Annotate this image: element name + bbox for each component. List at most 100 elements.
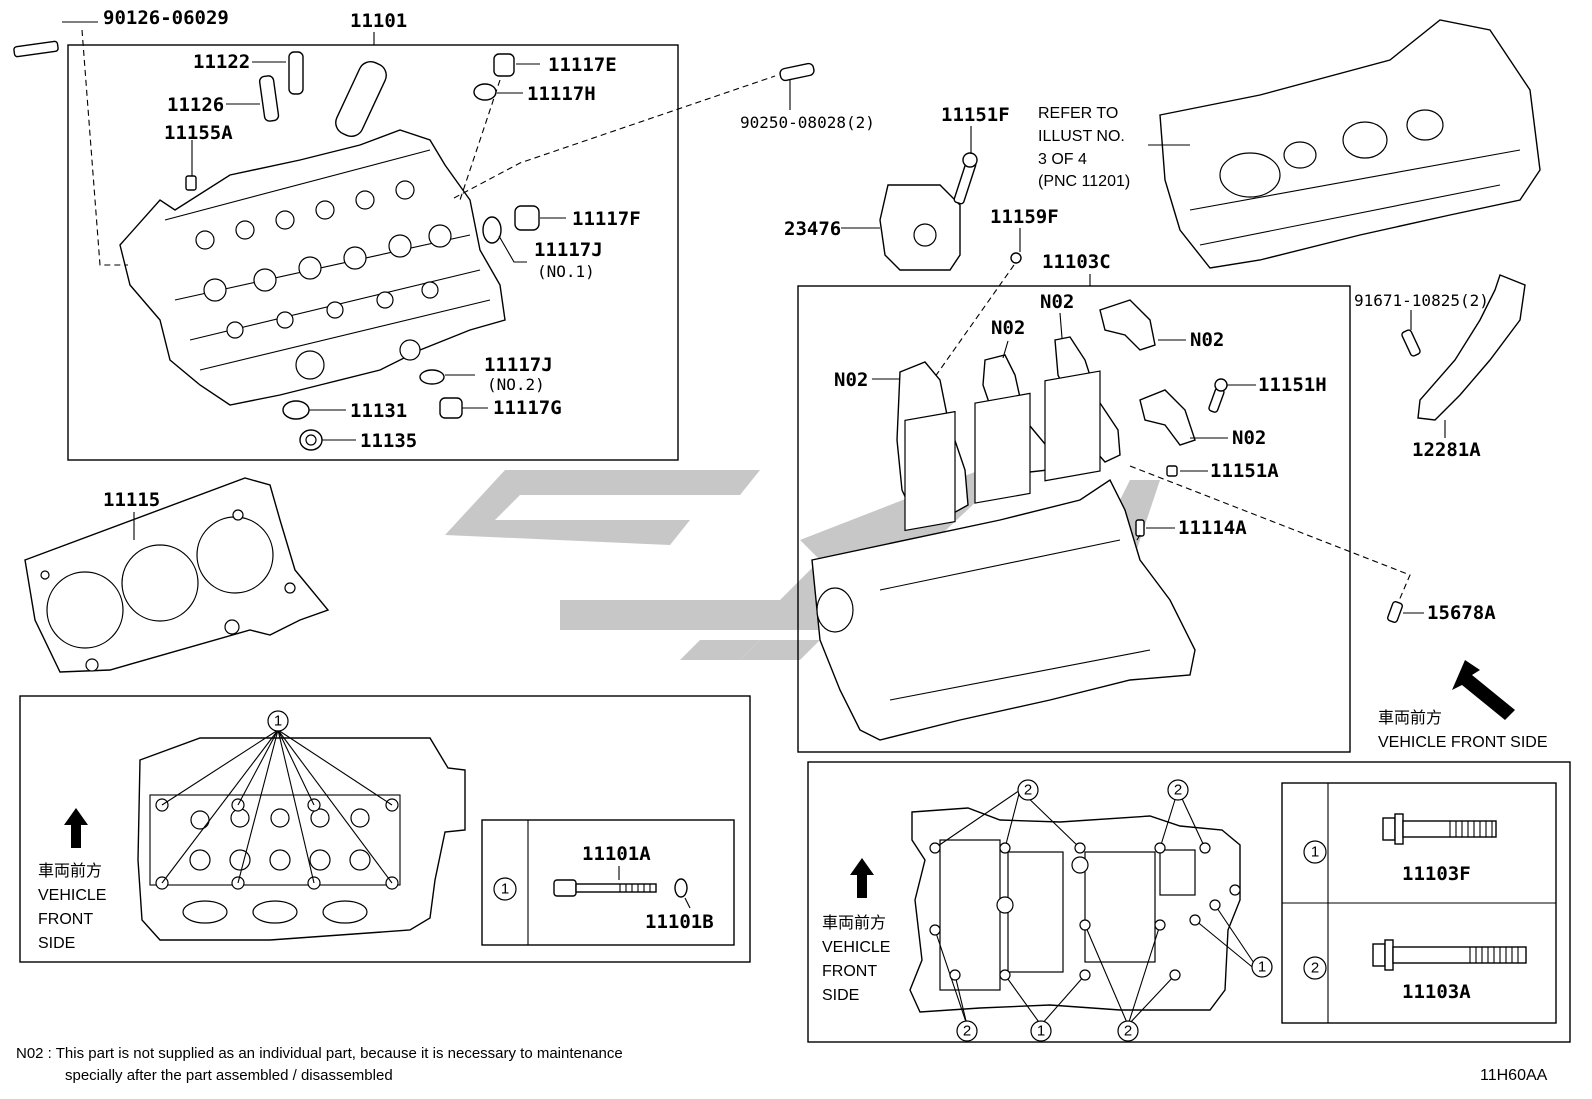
label-12281A: 12281A — [1412, 439, 1481, 461]
callout-1-headbolt: 1 — [267, 710, 289, 732]
svg-text:1: 1 — [1037, 1023, 1045, 1040]
label-11101A: 11101A — [582, 843, 651, 865]
svg-text:車両前方: 車両前方 — [822, 914, 886, 932]
svg-text:2: 2 — [1174, 782, 1182, 799]
label-11117G: 11117G — [493, 397, 562, 419]
callout-2-top-right: 2 — [1167, 779, 1189, 801]
label-11117J-no2-note: (NO.2) — [487, 375, 545, 394]
label-11117F: 11117F — [572, 208, 641, 230]
lower-case-drawing — [811, 370, 1196, 741]
callout-2-bottom-left: 2 — [956, 1020, 978, 1042]
svg-text:3 OF 4: 3 OF 4 — [1038, 151, 1087, 168]
svg-text:1: 1 — [501, 881, 509, 898]
diagram-code: 11H60AA — [1480, 1067, 1548, 1084]
svg-text:2: 2 — [963, 1023, 971, 1040]
head-bolt-11101A-icon — [553, 879, 657, 897]
svg-text:VEHICLE: VEHICLE — [38, 887, 106, 904]
callout-2-bottom-right: 2 — [1117, 1020, 1139, 1042]
svg-text:1: 1 — [1258, 959, 1266, 976]
svg-text:FRONT: FRONT — [822, 963, 877, 980]
washer-11101B-icon — [674, 878, 688, 898]
part-11122-guide — [288, 51, 304, 95]
callout-2-top-left: 2 — [1017, 779, 1039, 801]
label-11101B: 11101B — [645, 911, 714, 933]
legend-callout-1-cap: 1 — [1303, 840, 1327, 864]
svg-text:車両前方: 車両前方 — [1378, 709, 1442, 727]
part-11117J2-gasket — [419, 369, 445, 385]
part-90126-stud — [13, 40, 59, 58]
label-11126: 11126 — [167, 94, 224, 116]
part-12281A-guide — [1417, 274, 1526, 421]
legend-callout-1: 1 — [493, 877, 517, 901]
label-n02-c: N02 — [1040, 291, 1074, 313]
part-11131-seal — [282, 400, 310, 420]
front-label-right: 車両前方 VEHICLE FRONT SIDE — [1378, 709, 1548, 751]
label-15678A: 15678A — [1427, 602, 1496, 624]
label-n02-e: N02 — [1232, 427, 1266, 449]
label-n02-a: N02 — [834, 369, 868, 391]
label-11117E: 11117E — [548, 54, 617, 76]
callout-1-right: 1 — [1251, 956, 1273, 978]
label-91671-10825: 91671-10825(2) — [1354, 291, 1489, 310]
part-15678A-plug — [1387, 601, 1403, 623]
svg-text:FRONT: FRONT — [38, 911, 93, 928]
label-n02-b: N02 — [991, 317, 1025, 339]
label-n02-d: N02 — [1190, 329, 1224, 351]
svg-text:(PNC 11201): (PNC 11201) — [1038, 173, 1130, 190]
front-arrow-up-icon — [64, 808, 88, 848]
svg-text:車両前方: 車両前方 — [38, 862, 102, 880]
cylinder-head-drawing — [119, 129, 506, 406]
svg-text:2: 2 — [1311, 960, 1319, 977]
footnote-line-1: N02 : This part is not supplied as an in… — [16, 1045, 623, 1062]
part-11114A-pin — [1135, 519, 1145, 537]
part-11159F-pin — [1010, 252, 1022, 264]
callout-1-bottom: 1 — [1030, 1020, 1052, 1042]
label-11117J-no1-note: (NO.1) — [537, 262, 595, 281]
label-11117J-no2: 11117J — [484, 354, 553, 376]
head-gasket-drawing — [24, 477, 330, 673]
label-11117H: 11117H — [527, 83, 596, 105]
label-11151F: 11151F — [941, 104, 1010, 126]
cylinder-head-box — [67, 44, 679, 461]
label-90250-08028: 90250-08028(2) — [740, 113, 875, 132]
label-11135: 11135 — [360, 430, 417, 452]
part-11126-guide — [258, 75, 280, 122]
head-bolt-legend-box — [481, 819, 735, 946]
callout-label: 1 — [274, 713, 282, 730]
label-11103A: 11103A — [1402, 981, 1471, 1003]
svg-text:VEHICLE: VEHICLE — [822, 939, 890, 956]
part-11117H-gasket — [473, 83, 497, 101]
cap-bolt-order-box — [807, 761, 1571, 1043]
part-11151A-pin — [1166, 465, 1178, 477]
label-11115: 11115 — [103, 489, 160, 511]
part-11117J1-gasket — [482, 216, 502, 244]
label-11151H: 11151H — [1258, 374, 1327, 396]
svg-text:1: 1 — [1311, 844, 1319, 861]
bolt-11103F-icon — [1382, 813, 1497, 845]
svg-text:SIDE: SIDE — [38, 935, 75, 952]
svg-text:2: 2 — [1024, 782, 1032, 799]
front-arrow-icon — [1452, 660, 1515, 720]
label-11151A: 11151A — [1210, 460, 1279, 482]
head-bolt-order-drawing — [137, 729, 466, 941]
label-11122: 11122 — [193, 51, 250, 73]
cap-bolt-order-drawing — [909, 789, 1263, 1026]
label-11117J-no1: 11117J — [534, 239, 603, 261]
part-11117E-plug — [493, 53, 515, 77]
bolt-11103A-icon — [1372, 939, 1527, 971]
label-90126-06029: 90126-06029 — [103, 7, 229, 29]
svg-text:VEHICLE FRONT SIDE: VEHICLE FRONT SIDE — [1378, 734, 1548, 751]
part-91671-bolt — [1401, 329, 1421, 357]
legend-callout-2-cap: 2 — [1303, 956, 1327, 980]
svg-text:ILLUST NO.: ILLUST NO. — [1038, 128, 1125, 145]
head-leader-lines — [62, 21, 791, 441]
svg-text:REFER TO: REFER TO — [1038, 105, 1118, 122]
part-labels: 90126-06029 11101 11122 11126 11155A 111… — [103, 7, 1496, 1003]
label-11103F: 11103F — [1402, 863, 1471, 885]
label-11114A: 11114A — [1178, 517, 1247, 539]
part-11101-sleeve — [335, 60, 387, 138]
front-label-left: 車両前方 VEHICLE FRONT SIDE — [38, 862, 106, 952]
part-11155A-pin — [185, 175, 197, 191]
svg-text:SIDE: SIDE — [822, 987, 859, 1004]
